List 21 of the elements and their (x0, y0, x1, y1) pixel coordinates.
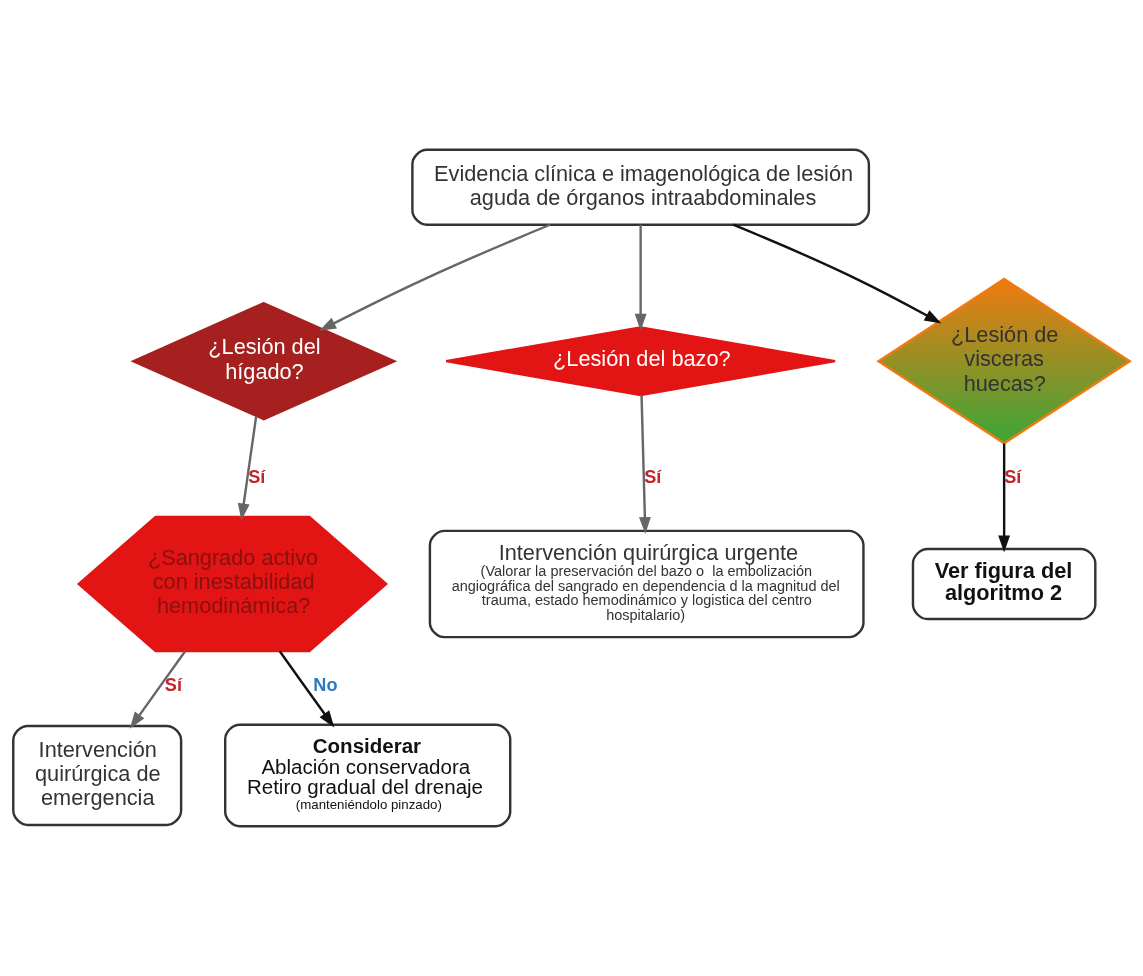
arrow (638, 394, 651, 535)
edge-label: Sí (1004, 467, 1022, 488)
node-diamond: ¿Lesión del bazo? (445, 326, 837, 397)
edge-label: No (313, 674, 338, 695)
arrow (634, 224, 647, 331)
node-diamond: ¿Lesión de visceras huecas? (876, 277, 1132, 445)
edge-label: Sí (248, 467, 266, 488)
arrow (732, 223, 942, 324)
arrow (998, 443, 1011, 553)
edge-label: Sí (644, 467, 662, 488)
arrow (237, 416, 258, 521)
node-box: Intervención quirúrgica de emergencia (12, 724, 183, 827)
node-box: Considerar Ablación conservadora Retiro gradual del drenaje (manteniéndolo pinzado) (224, 723, 512, 828)
node-box: Evidencia clínica e imagenológica de lesión aguda de órganos intraabdominales (411, 148, 871, 226)
node-box: Ver figura del algoritmo 2 (911, 547, 1097, 621)
arrow (278, 650, 335, 728)
node-box: Intervención quirúrgica urgente (Valorar la preservación del bazo o la embolización angiográfica del sangrado en dependencia d la magnitud del trauma, estado hemodinámico y logistica del centro hospitalario) (428, 529, 865, 639)
edge-label: Sí (164, 674, 182, 695)
node-diamond: ¿Lesión del hígado? (130, 301, 398, 421)
arrow (319, 223, 551, 331)
arrow (129, 650, 187, 729)
